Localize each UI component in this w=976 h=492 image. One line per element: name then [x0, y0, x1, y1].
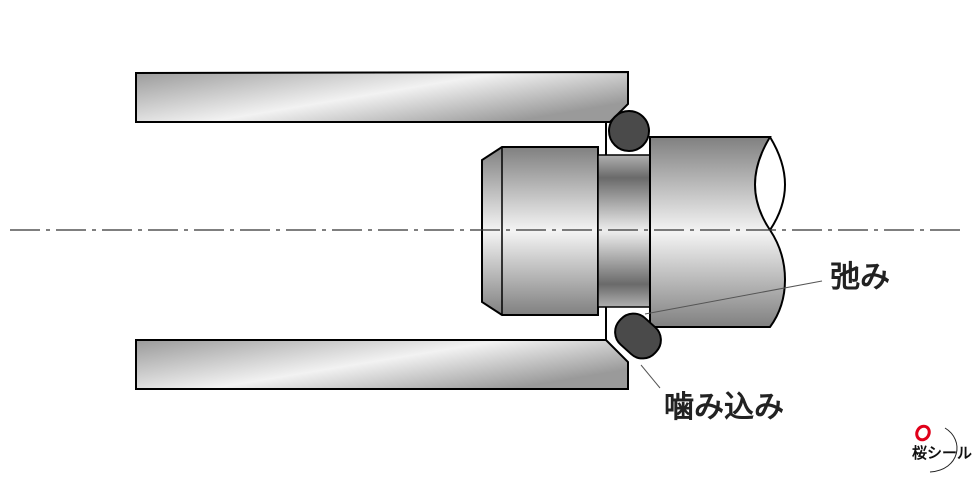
label-slack: 弛み	[830, 260, 890, 295]
label-bite: 噛み込み	[664, 390, 784, 425]
upper-housing	[135, 70, 629, 123]
piston-head	[481, 146, 599, 316]
leader-bite	[640, 364, 661, 389]
groove	[597, 154, 651, 308]
oring-bitten	[614, 312, 662, 360]
rod	[649, 136, 786, 328]
leader-slack	[644, 280, 823, 315]
logo: 桜シール	[912, 424, 972, 473]
svg-text:桜シール: 桜シール	[912, 444, 972, 462]
oring-normal	[608, 110, 650, 152]
lower-housing	[135, 339, 629, 390]
rod-break	[769, 136, 786, 231]
